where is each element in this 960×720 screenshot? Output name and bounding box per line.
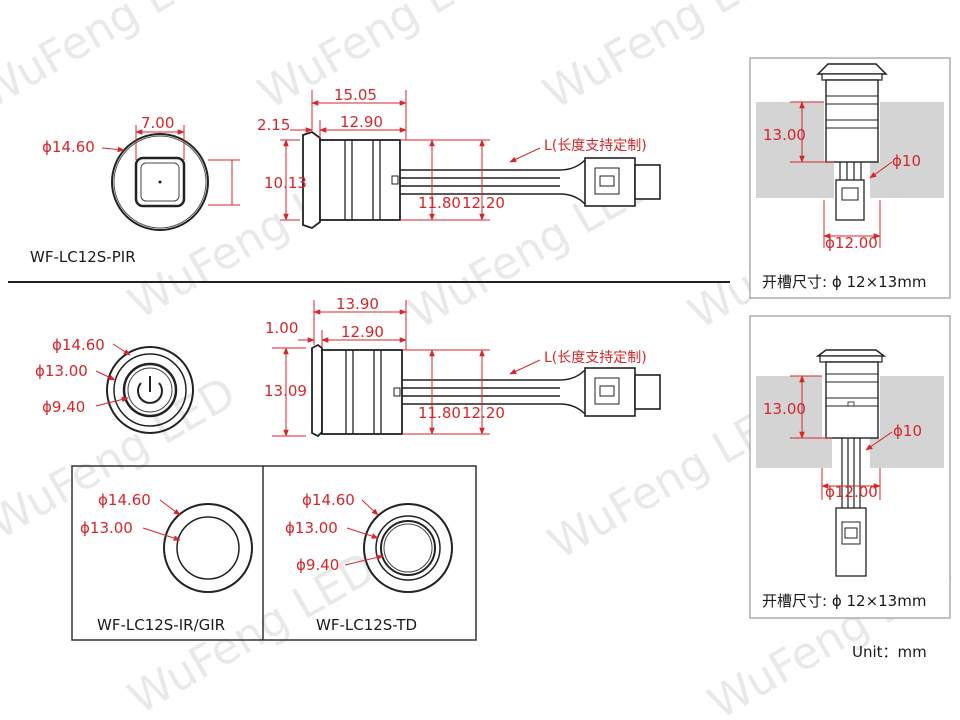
pir-side-view: 15.05 12.90 2.15 10.13 11.80 12.20 L(长度支… xyxy=(257,86,661,230)
touch-side-total: 13.90 xyxy=(336,295,379,313)
td-d1: ϕ14.60 xyxy=(302,491,355,509)
pir-front-diameter: ϕ14.60 xyxy=(42,138,95,156)
touch-front-d3: ϕ9.40 xyxy=(42,398,85,416)
install-top-caption: 开槽尺寸: ϕ 12×13mm xyxy=(762,273,926,291)
touch-front-d2: ϕ13.00 xyxy=(35,362,88,380)
pir-side-flange: 2.15 xyxy=(257,116,290,134)
td-d3: ϕ9.40 xyxy=(296,556,339,574)
pir-side-body: 12.90 xyxy=(340,113,383,131)
install-bottom-depth: 13.00 xyxy=(763,400,806,418)
install-bottom-hole: ϕ12.00 xyxy=(825,483,878,501)
touch-cable-label: L(长度支持定制) xyxy=(544,350,647,366)
touch-side-d1: 11.80 xyxy=(418,404,461,422)
pir-side-height: 10.13 xyxy=(264,174,307,192)
touch-side-body: 12.90 xyxy=(341,323,384,341)
touch-front-view: ϕ14.60 ϕ13.00 ϕ9.40 xyxy=(35,336,194,434)
pir-side-total: 15.05 xyxy=(334,86,377,104)
pir-side-d1: 11.80 xyxy=(418,194,461,212)
install-top-hole: ϕ12.00 xyxy=(825,234,878,252)
ir-d2: ϕ13.00 xyxy=(80,519,133,537)
td-model-label: WF-LC12S-TD xyxy=(316,616,417,634)
install-bottom-cable-hole: ϕ10 xyxy=(893,422,922,440)
ir-d1: ϕ14.60 xyxy=(98,491,151,509)
variants-box xyxy=(71,465,477,641)
touch-side-view: 13.90 12.90 1.00 13.09 11.80 12.20 L(长度支… xyxy=(264,295,661,438)
watermark-text: WuFeng LED xyxy=(0,0,234,120)
touch-side-height: 13.09 xyxy=(264,382,307,400)
pir-front-view: 7.00 ϕ14.60 WF-LC12S-PIR xyxy=(30,114,240,266)
touch-side-d2: 12.20 xyxy=(462,404,505,422)
pir-front-width: 7.00 xyxy=(141,114,174,132)
pir-model-label: WF-LC12S-PIR xyxy=(30,248,136,266)
power-icon xyxy=(137,382,163,404)
td-front-view: ϕ14.60 ϕ13.00 ϕ9.40 WF-LC12S-TD xyxy=(285,491,453,634)
install-panel-bottom: 13.00 ϕ12.00 ϕ10 开槽尺寸: ϕ 12×13mm xyxy=(749,315,951,619)
pir-cable-label: L(长度支持定制) xyxy=(544,138,647,154)
install-bottom-caption: 开槽尺寸: ϕ 12×13mm xyxy=(762,592,926,610)
watermark-text: WuFeng LED xyxy=(250,0,514,120)
ir-front-view: ϕ14.60 ϕ13.00 WF-LC12S-IR/GIR xyxy=(80,491,253,634)
ir-model-label: WF-LC12S-IR/GIR xyxy=(97,616,225,634)
touch-side-flange: 1.00 xyxy=(265,319,298,337)
touch-front-d1: ϕ14.60 xyxy=(52,336,105,354)
install-top-cable-hole: ϕ10 xyxy=(892,152,921,170)
td-d2: ϕ13.00 xyxy=(285,519,338,537)
install-top-depth: 13.00 xyxy=(763,126,806,144)
install-panel-top: 13.00 ϕ12.00 ϕ10 开槽尺寸: ϕ 12×13mm xyxy=(749,57,951,299)
unit-label: Unit：mm xyxy=(852,643,927,661)
pir-side-d2: 12.20 xyxy=(462,194,505,212)
